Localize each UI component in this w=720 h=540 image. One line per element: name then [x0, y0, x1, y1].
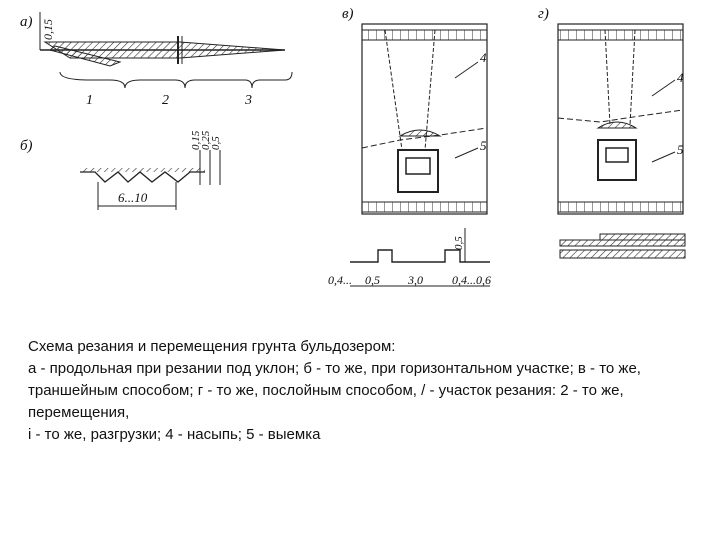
cut-wedge	[48, 45, 122, 67]
surface-hatch	[80, 168, 205, 172]
panel-b-span: 6...10	[118, 190, 148, 205]
panel-b-dim-1: 0,15	[190, 130, 202, 150]
layer-section	[559, 249, 686, 259]
zone-label-2: 2	[162, 93, 169, 108]
panel-v-dim-3: 3,0	[407, 273, 423, 287]
layer-line	[557, 109, 684, 123]
ruler-top	[361, 29, 488, 41]
trench-wall	[384, 29, 403, 151]
blade-icon	[398, 129, 442, 137]
panel-v-dim-4: 0,4...0,6	[452, 273, 491, 287]
blade-icon	[596, 121, 638, 129]
panel-v-letter: в)	[342, 6, 354, 22]
soil-prism	[43, 41, 286, 59]
panel-b-dim-2: 0,25	[200, 130, 212, 150]
zone-label-1: 1	[86, 93, 93, 108]
bulldozer-icon	[397, 149, 439, 193]
panel-b: б) 6...10 0,15 0,25 0,5	[20, 130, 222, 210]
ruler-bottom	[557, 201, 684, 213]
caption-line: а - продольная при резании под уклон; б …	[28, 360, 641, 377]
panel-v: в) 4 5 0,5 0,4... 0,5 3,0 0,4...0,6	[328, 6, 491, 287]
caption-line: Схема резания и перемещения грунта бульд…	[28, 338, 396, 355]
sawtooth-cut	[80, 171, 205, 183]
caption-line: i - то же, разгрузки; 4 - насыпь; 5 - вы…	[28, 426, 321, 443]
ruler-top	[557, 29, 684, 41]
zone-bracket-1	[59, 71, 155, 89]
panel-v-dim-height: 0,5	[453, 236, 465, 250]
panel-v-callout-5: 5	[480, 138, 487, 153]
figure-caption: Схема резания и перемещения грунта бульд…	[28, 336, 698, 446]
panel-g-callout-5: 5	[677, 142, 684, 157]
panel-b-letter: б)	[20, 138, 33, 154]
layer-section	[599, 233, 686, 241]
bulldozer-diagram: а) 0,15 1 2 3 б) 6...10 0,15 0,25 0,5 в)	[20, 6, 686, 287]
cab-icon	[405, 157, 431, 175]
panel-b-dim-3: 0,5	[210, 136, 222, 150]
panel-a-dim-top: 0,15	[41, 19, 55, 40]
zone-bracket-3	[230, 71, 293, 89]
layer-section	[559, 239, 686, 247]
leader-line	[651, 151, 676, 163]
panel-a: а) 0,15 1 2 3	[20, 12, 293, 108]
leader-line	[454, 147, 479, 159]
leader-line	[651, 79, 676, 97]
cab-icon	[605, 147, 629, 163]
caption-line: траншейным способом; г - то же, послойны…	[28, 382, 624, 421]
ruler-bottom	[361, 201, 488, 213]
layer-line	[361, 127, 488, 149]
trench-wall	[424, 29, 436, 151]
pass-line	[604, 29, 611, 126]
panel-g: г) 4 5	[538, 6, 686, 259]
zone-bracket-2	[155, 79, 230, 89]
zone-label-3: 3	[244, 93, 252, 108]
trench-section	[350, 249, 490, 263]
panel-g-callout-4: 4	[677, 70, 684, 85]
panel-v-callout-4: 4	[480, 50, 487, 65]
plan-frame	[361, 23, 488, 215]
panel-v-dim-2: 0,5	[365, 273, 380, 287]
panel-g-letter: г)	[538, 6, 549, 22]
pass-line	[629, 29, 636, 126]
panel-v-dim-1: 0,4...	[328, 273, 352, 287]
plan-frame	[557, 23, 684, 215]
panel-a-letter: а)	[20, 14, 33, 30]
leader-line	[454, 61, 479, 79]
